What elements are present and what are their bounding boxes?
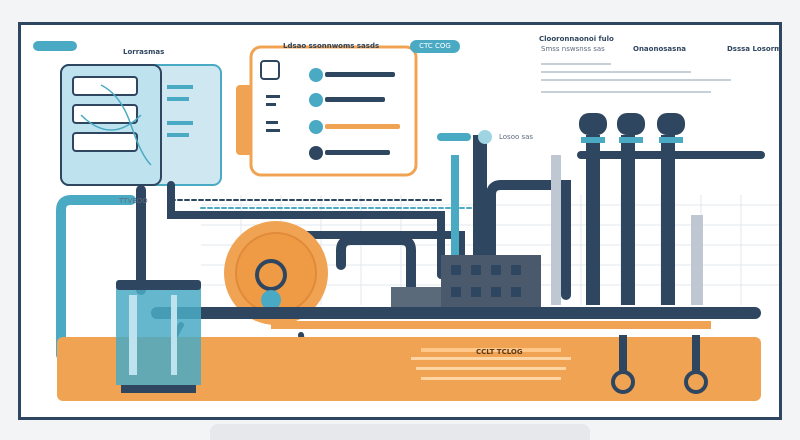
monitor-screen: Lorrasmas Ldsao ssonnwoms sasds CTC COG … [18,22,782,420]
right-col-a-title: Onaonosasna [633,45,687,53]
smokestack-icon [451,135,487,265]
factory-icon [391,255,541,315]
lower-panel [57,337,761,401]
conveyor-bar [151,307,761,319]
lower-panel-title: CCLT TCLOG [476,348,523,356]
pressure-gauge-icon [224,221,328,325]
water-tank-icon [116,280,201,393]
filter-valve-icon [551,113,703,305]
left-panel-title: Lorrasmas [123,48,165,56]
right-text-lines [541,59,741,103]
server-rack-icon [60,64,222,186]
center-card-title: Ldsao ssonnwoms sasds [283,42,380,50]
center-pill[interactable]: CTC COG [410,40,460,53]
monitor-stand [210,424,590,440]
pipe-tag: TTVEOO [119,197,148,205]
status-dot [478,130,492,144]
outlet-rings [611,335,708,394]
industrial-illustration [56,45,779,401]
right-header-sub: Smss nswsnss sas [541,45,605,53]
mid-small-label: Losoo sas [499,133,534,141]
accent-strip [271,321,711,329]
right-col-b-title: Dsssa Losorme [727,45,782,53]
info-card [236,45,418,177]
mid-pill[interactable] [437,133,471,141]
right-header-title: Clooronnaonoi fulo [539,35,614,43]
top-left-pill[interactable] [33,41,77,51]
